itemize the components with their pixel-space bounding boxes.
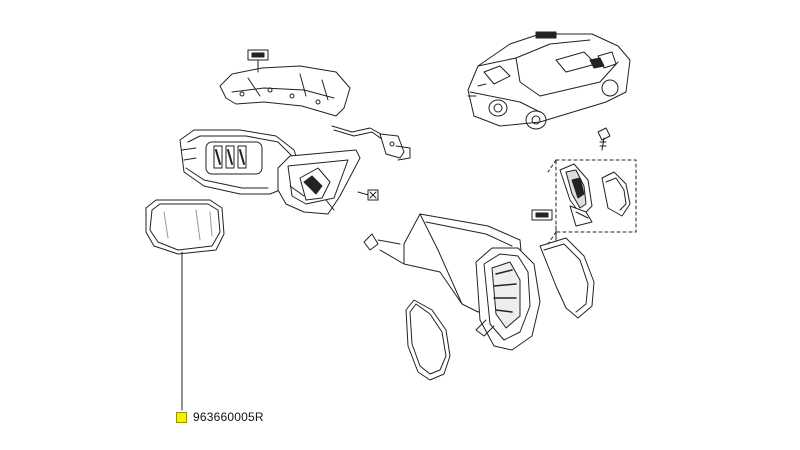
- mirror-housing-icon: [475, 247, 541, 351]
- wire-connector-icon: [331, 125, 411, 161]
- mirror-cover-icon: [539, 225, 595, 319]
- indicator-lamp-icon: [547, 159, 637, 245]
- car-icon: [467, 31, 631, 130]
- tag-icon: [247, 49, 269, 61]
- part-marker: [176, 411, 187, 423]
- part-number[interactable]: 963660005R: [193, 410, 264, 424]
- part-label[interactable]: 963660005R: [176, 410, 264, 424]
- mirror-bracket-icon: [277, 149, 361, 215]
- screw-icon: [597, 127, 611, 151]
- screw-icon: [357, 189, 379, 201]
- tag-icon: [531, 209, 553, 221]
- mirror-glass-icon: [145, 199, 225, 255]
- mirror-glass-icon: [405, 299, 451, 381]
- mirror-cover-icon: [219, 59, 351, 117]
- screw-icon: [363, 233, 401, 251]
